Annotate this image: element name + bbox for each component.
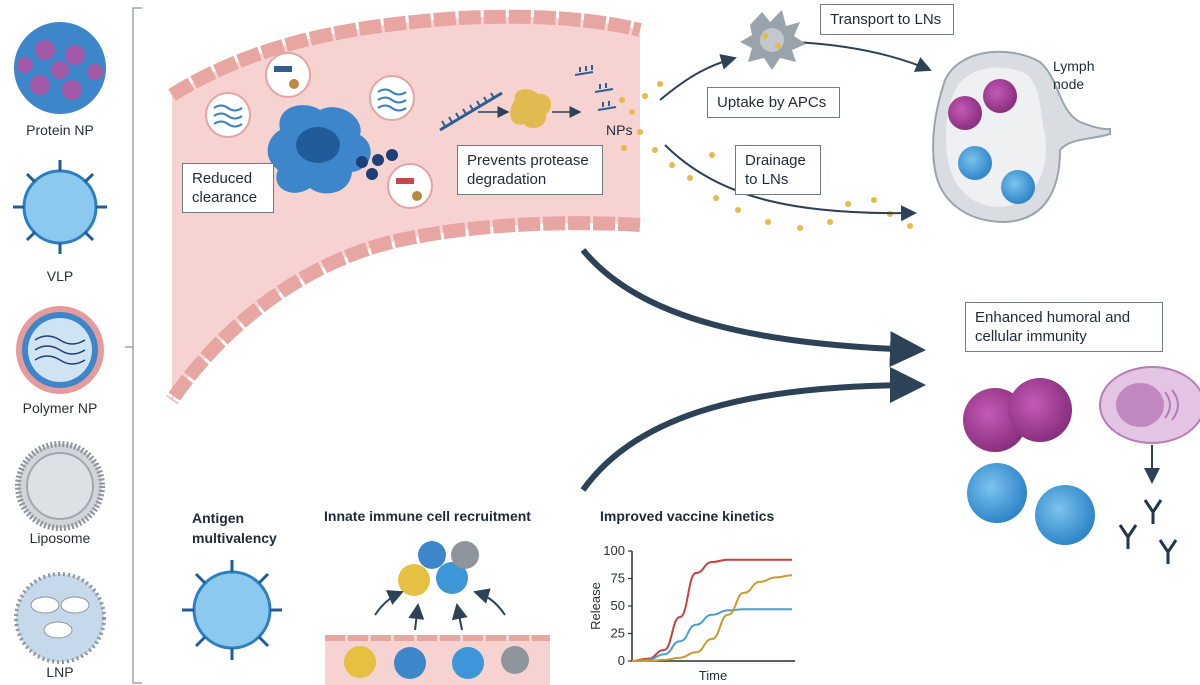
np-label-protein: Protein NP bbox=[26, 122, 94, 138]
vlp-icon bbox=[13, 160, 107, 254]
drainage-box: Drainage to LNs bbox=[735, 145, 821, 195]
macrophage bbox=[267, 105, 398, 194]
innate-recruitment-illustration bbox=[325, 541, 550, 685]
antigen-multivalency-heading: Antigen multivalency bbox=[192, 510, 277, 546]
nps-label: NPs bbox=[606, 122, 633, 138]
left-bracket bbox=[125, 7, 142, 684]
multivalency-vlp-icon bbox=[182, 560, 282, 660]
y-tick-label: 0 bbox=[618, 653, 625, 668]
series-line-3 bbox=[632, 574, 793, 662]
reduced-clearance-box: Reduced clearance bbox=[182, 163, 274, 213]
np-label-polymer: Polymer NP bbox=[22, 400, 98, 416]
kinetics-chart: 0 25 50 75 100 Time Release bbox=[588, 543, 795, 683]
liposome-icon bbox=[15, 441, 105, 531]
prevents-protease-box: Prevents protease degradation bbox=[457, 145, 603, 195]
y-tick-label: 100 bbox=[603, 543, 625, 558]
np-label-lnp: LNP bbox=[46, 664, 74, 680]
y-tick-label: 25 bbox=[611, 626, 625, 641]
vesicles bbox=[205, 52, 433, 209]
lnp-icon bbox=[14, 572, 106, 664]
lymph-node bbox=[932, 50, 1111, 224]
polymer-np-icon bbox=[16, 306, 104, 394]
vaccine-kinetics-heading: Improved vaccine kinetics bbox=[600, 508, 775, 524]
np-label-liposome: Liposome bbox=[29, 530, 91, 546]
enhanced-immunity-box: Enhanced humoral and cellular immunity bbox=[965, 302, 1163, 352]
innate-recruitment-heading: Innate immune cell recruitment bbox=[324, 508, 531, 524]
effector-cells bbox=[963, 366, 1200, 564]
np-label-vlp: VLP bbox=[46, 268, 74, 284]
apc-cell bbox=[740, 10, 806, 70]
transport-box: Transport to LNs bbox=[820, 4, 954, 35]
antigen-strand bbox=[439, 65, 617, 132]
y-axis-label: Release bbox=[588, 582, 603, 630]
protein-np-icon bbox=[14, 22, 106, 114]
lymph-node-label: Lymph node bbox=[1053, 58, 1095, 92]
series-line-2 bbox=[631, 608, 792, 662]
y-tick-label: 75 bbox=[611, 571, 625, 586]
uptake-box: Uptake by APCs bbox=[707, 87, 840, 118]
series-line-1 bbox=[631, 558, 793, 662]
x-axis-label: Time bbox=[699, 668, 727, 683]
y-tick-label: 50 bbox=[611, 598, 625, 613]
